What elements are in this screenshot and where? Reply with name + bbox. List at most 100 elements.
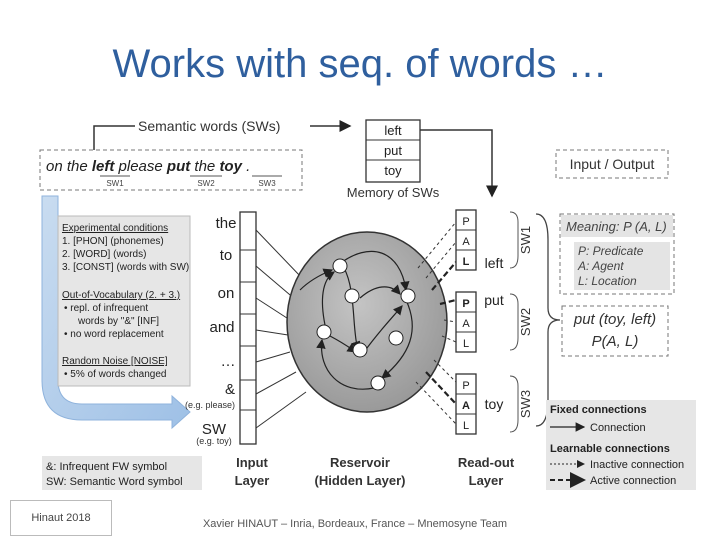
legend-fixed-title: Fixed connections (550, 404, 647, 416)
footer-credit: Xavier HINAUT – Inria, Bordeaux, France … (202, 518, 508, 530)
input-word: & (225, 381, 235, 398)
symbol-legend: &: Infrequent FW symbol SW: Semantic Wor… (42, 456, 202, 490)
symbol-legend-line: SW: Semantic Word symbol (46, 476, 183, 488)
sentence-part: . (242, 158, 250, 175)
layer-labels: Input Layer Reservoir (Hidden Layer) Rea… (235, 455, 515, 488)
sentence-part: put (166, 158, 191, 175)
input-word: … (221, 353, 236, 370)
meaning-title: Meaning: P (A, L) (566, 219, 667, 234)
conditions-heading: Experimental conditions (62, 223, 168, 234)
input-word: on (218, 285, 235, 302)
sw-tag: SW2 (197, 179, 215, 188)
memory-word: left (384, 123, 402, 138)
sentence-part: the (190, 158, 219, 175)
sw-tag: SW3 (258, 179, 276, 188)
meaning-line: A: Agent (577, 259, 624, 273)
readout-role-active: P (462, 298, 469, 310)
input-words: the to on and … & (e.g. please) SW (e.g.… (185, 215, 236, 446)
conditions-heading: Out-of-Vocabulary (2. + 3.) (62, 290, 180, 301)
output-line: P(A, L) (592, 333, 639, 350)
input-word: and (209, 319, 234, 336)
io-label: Input / Output (570, 156, 655, 172)
input-flow-arrow (41, 195, 191, 430)
readout-role-active: A (462, 400, 470, 412)
readout-group-name: SW3 (518, 390, 533, 418)
input-word: the (216, 215, 237, 232)
reservoir-neuron (400, 288, 416, 304)
readout-connections (415, 221, 457, 425)
condition-item: 2. [WORD] (words) (62, 249, 146, 260)
reservoir (286, 231, 448, 413)
footer-author-box: Hinaut 2018 (10, 500, 112, 536)
readout-group-sw3: P A L toy SW3 (455, 373, 533, 435)
reservoir-neuron (352, 342, 368, 358)
readout-layer-label: Read-out (458, 455, 515, 470)
slide-title: Works with seq. of words … (112, 42, 608, 86)
readout-role-active: L (463, 256, 470, 268)
readout-role: L (463, 420, 469, 432)
input-word: (e.g. please) (185, 400, 235, 410)
reservoir-neuron (388, 330, 404, 346)
readout-group-name: SW2 (518, 308, 533, 336)
sentence-box: on the left please put the toy . SW1 SW2… (39, 149, 303, 191)
legend-inactive: Inactive connection (590, 459, 684, 471)
meaning-line: P: Predicate (578, 244, 644, 258)
readout-role: P (462, 216, 469, 228)
readout-group-name: SW1 (518, 226, 533, 254)
meaning-box: Meaning: P (A, L) P: Predicate A: Agent … (559, 213, 675, 295)
sentence-part: left (92, 158, 116, 175)
sentence-part: please (114, 158, 167, 175)
reservoir-neuron (332, 258, 348, 274)
input-word: to (220, 247, 233, 264)
io-box: Input / Output (555, 149, 669, 179)
sentence-text: on the left please put the toy . (46, 158, 250, 175)
legend-fixed-item: Connection (590, 422, 646, 434)
memory-label: Memory of SWs (347, 185, 440, 200)
readout-role: L (463, 338, 469, 350)
readout-role: A (462, 236, 470, 248)
conditions-box: Experimental conditions 1. [PHON] (phone… (57, 215, 191, 387)
input-word: (e.g. toy) (196, 436, 232, 446)
sentence-part: toy (219, 158, 242, 175)
input-layer-label: Layer (235, 473, 270, 488)
readout-role: P (462, 380, 469, 392)
reservoir-neuron (316, 324, 332, 340)
reservoir-label: Reservoir (330, 455, 390, 470)
legend-learnable-title: Learnable connections (550, 443, 670, 455)
reservoir-neuron (344, 288, 360, 304)
semantic-words-arrow: Semantic words (SWs) (93, 118, 352, 150)
sw-tag: SW1 (106, 179, 124, 188)
semantic-words-label: Semantic words (SWs) (138, 118, 280, 134)
condition-item: 3. [CONST] (words with SW) (62, 262, 189, 273)
readout-group-sw2: P A L put SW2 (455, 291, 533, 353)
readout-word: toy (485, 396, 504, 412)
condition-item: 1. [PHON] (phonemes) (62, 236, 164, 247)
output-box: put (toy, left) P(A, L) (561, 305, 669, 357)
symbol-legend-line: &: Infrequent FW symbol (46, 461, 167, 473)
input-layer-label: Input (236, 455, 268, 470)
condition-item: • no word replacement (64, 329, 164, 340)
legend-active: Active connection (590, 475, 676, 487)
input-connections (255, 229, 307, 429)
input-word: SW (202, 421, 227, 438)
readout-layer-label: Layer (469, 473, 504, 488)
conditions-heading: Random Noise [NOISE] (62, 356, 168, 367)
readout-group-sw1: P A L left SW1 (455, 209, 533, 271)
readout-role: A (462, 318, 470, 330)
reservoir-label: (Hidden Layer) (314, 473, 405, 488)
output-line: put (toy, left) (573, 311, 656, 328)
connections-legend: Fixed connections Connection Learnable c… (546, 400, 696, 490)
meaning-line: L: Location (578, 274, 637, 288)
reservoir-neuron (370, 375, 386, 391)
condition-item: • repl. of infrequent (64, 303, 148, 314)
output-brace (535, 213, 561, 427)
condition-item: words by "&" [INF] (77, 316, 159, 327)
memory-of-sws: left put toy Memory of SWs (347, 119, 498, 200)
input-layer-column (239, 211, 257, 445)
architecture-diagram: Semantic words (SWs) left put toy Memory… (39, 118, 696, 490)
sentence-part: on the (46, 158, 92, 175)
memory-word: put (384, 143, 402, 158)
memory-word: toy (384, 163, 402, 178)
condition-item: • 5% of words changed (64, 369, 166, 380)
readout-word: left (485, 255, 504, 271)
